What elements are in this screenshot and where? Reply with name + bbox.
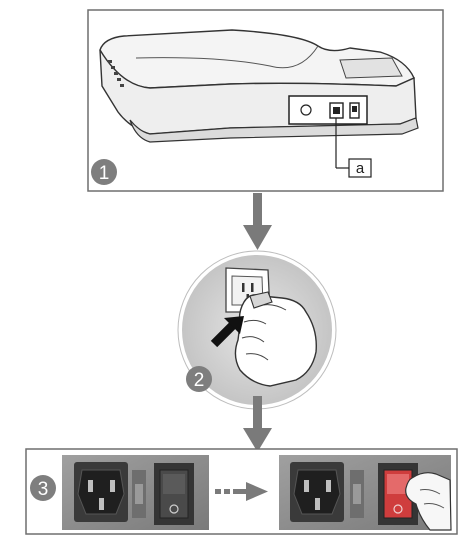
power-inlet-icon [74, 462, 128, 522]
callout-letter: a [356, 160, 365, 177]
step-3-panel: 3 [26, 449, 457, 534]
arrow-down-1 [243, 193, 272, 250]
step-2-badge: 2 [186, 366, 212, 392]
fuse-holder [350, 470, 364, 518]
fuse-holder [132, 470, 146, 518]
step-2-number: 2 [194, 370, 205, 391]
step-1-badge: 1 [91, 159, 117, 185]
power-switch-icon [154, 463, 194, 525]
power-inlet-icon [290, 462, 344, 522]
step-1-number: 1 [99, 163, 110, 184]
step-3-badge: 3 [30, 475, 56, 501]
photo-switch-on [279, 455, 451, 530]
photo-switch-off [62, 455, 209, 530]
step-2-outlet-illustration: 2 [178, 251, 336, 409]
step-1-panel: a 1 [88, 10, 443, 191]
step-3-number: 3 [38, 479, 49, 500]
